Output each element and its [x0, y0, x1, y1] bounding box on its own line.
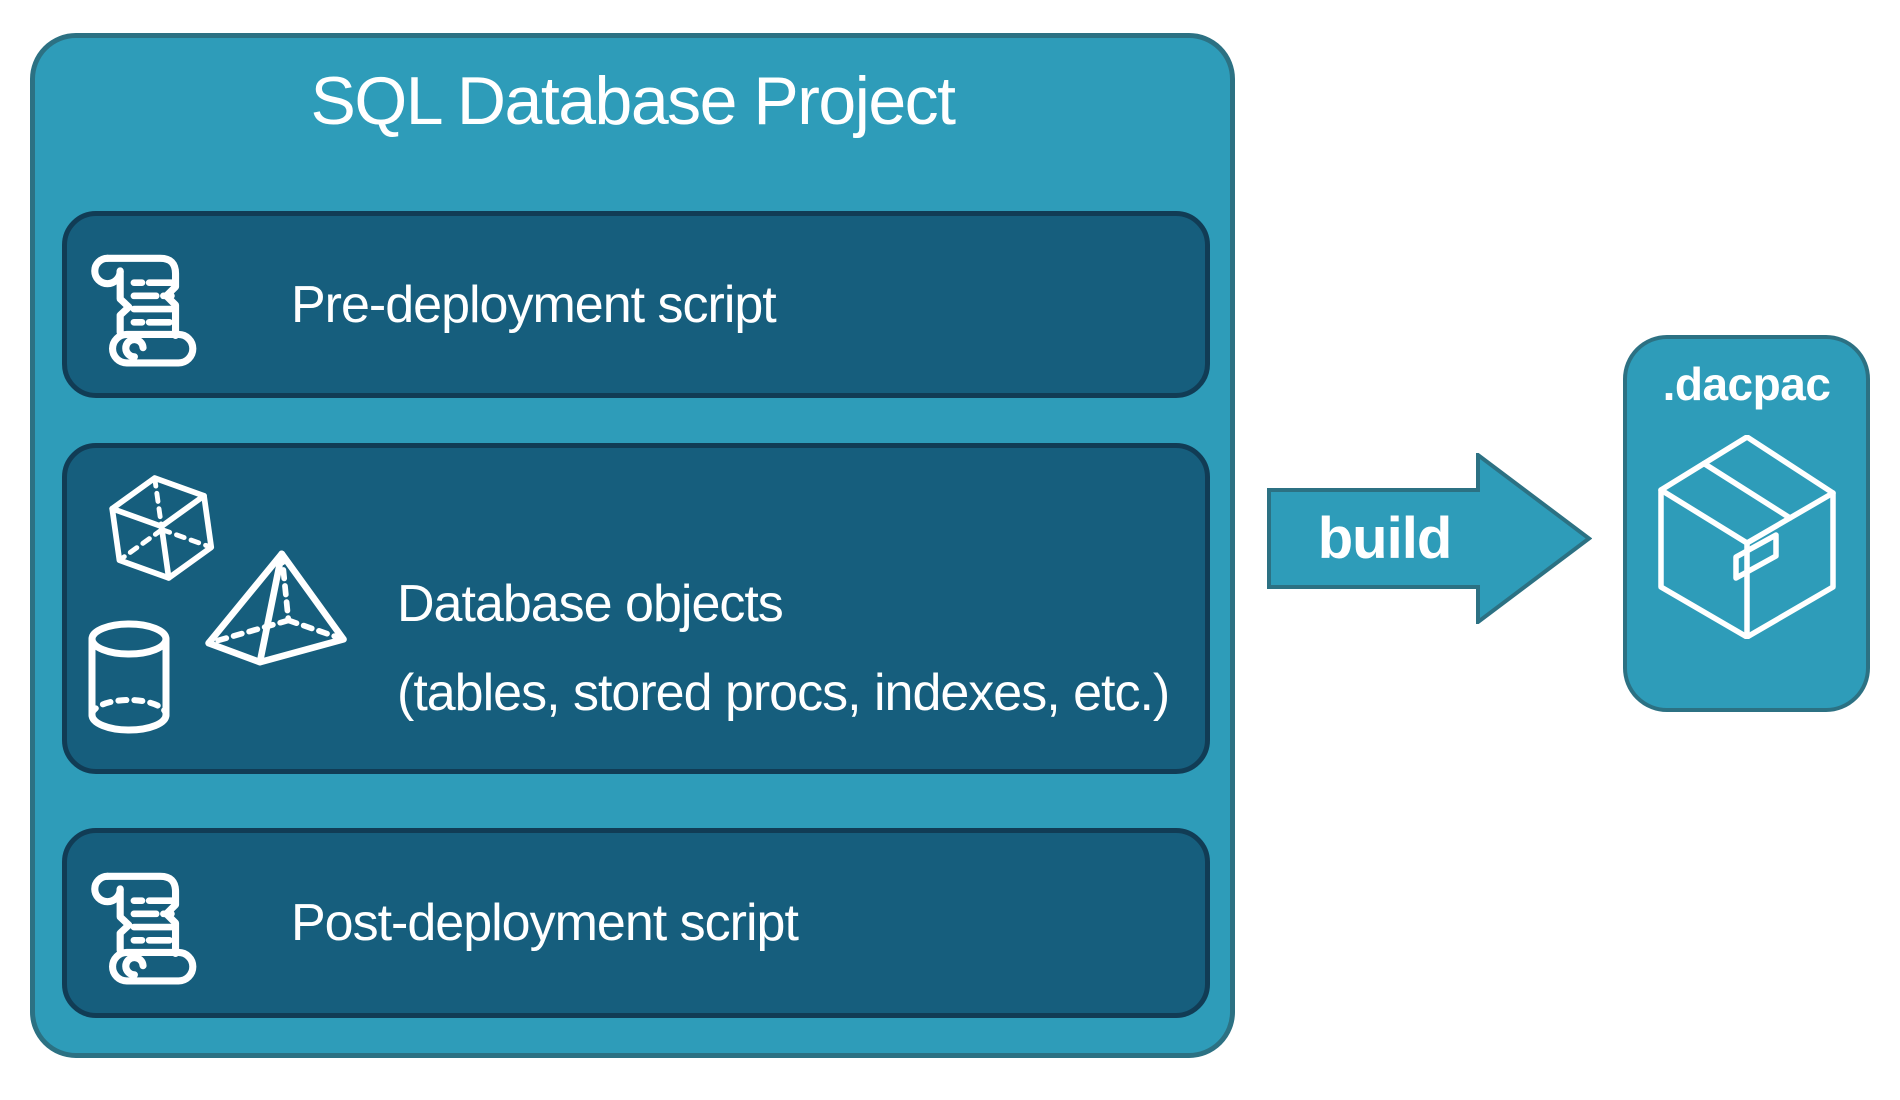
build-label: build	[1317, 506, 1453, 571]
arrow-shape	[1267, 453, 1592, 624]
package-icon	[1657, 434, 1836, 640]
scroll-icon	[79, 241, 203, 369]
post-deployment-panel: Post-deployment script	[62, 828, 1210, 1018]
cylinder-icon	[79, 618, 179, 736]
scroll-icon	[79, 859, 203, 987]
dacpac-label: .dacpac	[1662, 358, 1831, 410]
database-objects-label: Database objects (tables, stored procs, …	[397, 560, 1170, 738]
pyramid-icon	[201, 546, 353, 670]
dacpac-box: .dacpac	[1623, 335, 1870, 712]
project-title: SQL Database Project	[310, 63, 956, 139]
database-objects-line1: Database objects	[397, 575, 784, 633]
build-arrow: build	[1267, 453, 1592, 624]
pre-deployment-panel: Pre-deployment script	[62, 211, 1210, 398]
cube-icon	[93, 462, 231, 598]
database-objects-panel: Database objects (tables, stored procs, …	[62, 443, 1210, 774]
post-deployment-label: Post-deployment script	[291, 894, 799, 952]
pre-deployment-label: Pre-deployment script	[291, 275, 777, 334]
database-objects-line2: (tables, stored procs, indexes, etc.)	[397, 664, 1170, 722]
